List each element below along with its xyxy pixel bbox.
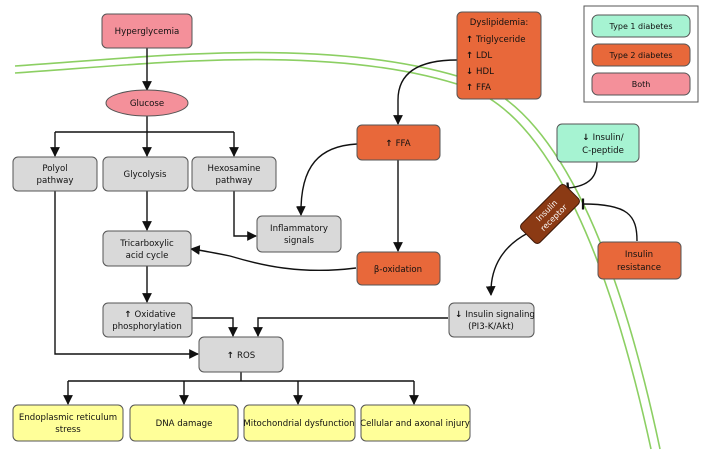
oxphos-label-line1-text: Oxidative: [135, 310, 176, 320]
node-axonal: Cellular and axonal injury: [360, 404, 471, 442]
node-ffa: ↑ FFA: [356, 124, 441, 161]
insulin-signaling-label-line2: (PI3-K/Akt): [468, 322, 514, 332]
dyslipidemia-item-ffa: ↑ FFA: [466, 83, 491, 93]
node-polyol: Polyol pathway: [12, 156, 98, 192]
dyslipidemia-item-label: LDL: [476, 51, 492, 61]
edge-polyol-ros: [54, 191, 199, 359]
insulin-resistance-label-line1: Insulin: [625, 250, 653, 260]
node-dyslipidemia: Dyslipidemia: ↑ Triglyceride ↑ LDL ↓ HDL…: [456, 11, 542, 100]
hexosamine-label-line1: Hexosamine: [208, 164, 261, 174]
legend-type1-label: Type 1 diabetes: [609, 22, 673, 31]
glycolysis-label: Glycolysis: [124, 170, 167, 180]
edge-dyslipidemia-ffa: [393, 59, 458, 125]
dyslipidemia-item-hdl: ↓ HDL: [466, 67, 494, 77]
node-insulin-cpeptide: ↓ Insulin/ C-peptide: [556, 123, 640, 163]
ffa-label-text: FFA: [396, 139, 411, 149]
arrow-up-icon: ↑: [466, 83, 473, 93]
glucose-label: Glucose: [130, 99, 164, 109]
dyslipidemia-title: Dyslipidemia:: [470, 18, 528, 28]
node-oxphos: ↑ Oxidative phosphorylation: [102, 302, 193, 338]
insulin-resistance-label-line2: resistance: [617, 263, 661, 273]
arrow-up-icon: ↑: [466, 51, 473, 61]
tca-label-line1: Tricarboxylic: [119, 239, 174, 249]
beta-oxidation-label: β-oxidation: [374, 265, 422, 275]
hyperglycemia-label: Hyperglycemia: [115, 27, 180, 37]
insulin-signaling-label-line1: ↓ Insulin signaling: [455, 310, 535, 320]
legend-item-type1: Type 1 diabetes: [591, 14, 691, 38]
edge-receptor-signaling: [485, 232, 529, 296]
node-hyperglycemia: Hyperglycemia: [101, 13, 193, 49]
arrow-up-icon: ↑: [466, 35, 473, 45]
insulin-cpeptide-label-line1-text: Insulin/: [593, 133, 624, 143]
node-hexosamine: Hexosamine pathway: [191, 156, 277, 192]
node-insulin-resistance: Insulin resistance: [597, 241, 682, 280]
node-tca: Tricarboxylic acid cycle: [102, 230, 192, 267]
insulin-cpeptide-label-line1: ↓ Insulin/: [582, 133, 623, 143]
node-ros: ↑ ROS: [198, 336, 284, 373]
ffa-label: ↑ FFA: [385, 139, 410, 149]
edge-resistance-receptor: [581, 198, 638, 242]
inflammatory-label-line2: signals: [284, 236, 314, 246]
edge-beta-tca: [190, 245, 357, 272]
dyslipidemia-item-label: HDL: [476, 67, 494, 77]
node-inflammatory: Inflammatory signals: [256, 215, 342, 253]
edge-hexosamine-inflammatory: [233, 191, 257, 241]
oxphos-label-line1: ↑ Oxidative: [124, 310, 175, 320]
polyol-label-line2: pathway: [37, 176, 74, 186]
mito-label: Mitochondrial dysfunction: [243, 419, 354, 429]
insulin-cpeptide-label-line2: C-peptide: [582, 146, 624, 156]
node-glycolysis: Glycolysis: [102, 156, 189, 192]
node-glucose: Glucose: [105, 89, 189, 117]
legend: Type 1 diabetes Type 2 diabetes Both: [583, 5, 699, 103]
dyslipidemia-item-triglyceride: ↑ Triglyceride: [466, 35, 526, 45]
dyslipidemia-item-label: Triglyceride: [475, 35, 526, 45]
dyslipidemia-item-ldl: ↑ LDL: [466, 51, 492, 61]
legend-item-both: Both: [591, 72, 691, 96]
node-mito: Mitochondrial dysfunction: [243, 404, 356, 442]
ros-label: ↑ ROS: [227, 351, 255, 361]
edge-signaling-ros: [253, 317, 448, 337]
er-stress-label-line2: stress: [55, 425, 81, 435]
edge-cpeptide-receptor: [566, 161, 598, 194]
tca-label-line2: acid cycle: [126, 251, 169, 261]
ros-label-text: ROS: [237, 351, 255, 361]
inflammatory-label-line1: Inflammatory: [270, 224, 328, 234]
er-stress-label-line1: Endoplasmic reticulum: [19, 413, 117, 423]
dna-damage-label: DNA damage: [156, 419, 213, 429]
node-insulin-receptor: Insulin receptor: [520, 184, 580, 244]
node-er-stress: Endoplasmic reticulum stress: [12, 404, 124, 442]
polyol-label-line1: Polyol: [42, 164, 67, 174]
arrow-down-icon: ↓: [466, 67, 473, 77]
hexosamine-label-line2: pathway: [216, 176, 253, 186]
edge-ffa-inflammatory: [295, 143, 358, 216]
node-beta-oxidation: β-oxidation: [356, 251, 441, 286]
legend-both-label: Both: [632, 80, 651, 89]
node-insulin-signaling: ↓ Insulin signaling (PI3-K/Akt): [448, 302, 535, 338]
dyslipidemia-item-label: FFA: [476, 83, 491, 93]
legend-item-type2: Type 2 diabetes: [591, 43, 691, 67]
axonal-label: Cellular and axonal injury: [360, 419, 470, 429]
node-dna-damage: DNA damage: [129, 404, 239, 442]
oxphos-label-line2: phosphorylation: [112, 322, 182, 332]
edges: [50, 48, 638, 405]
insulin-signaling-label-line1-text: Insulin signaling: [465, 310, 535, 320]
legend-type2-label: Type 2 diabetes: [609, 51, 673, 60]
edge-oxphos-ros: [192, 317, 238, 337]
